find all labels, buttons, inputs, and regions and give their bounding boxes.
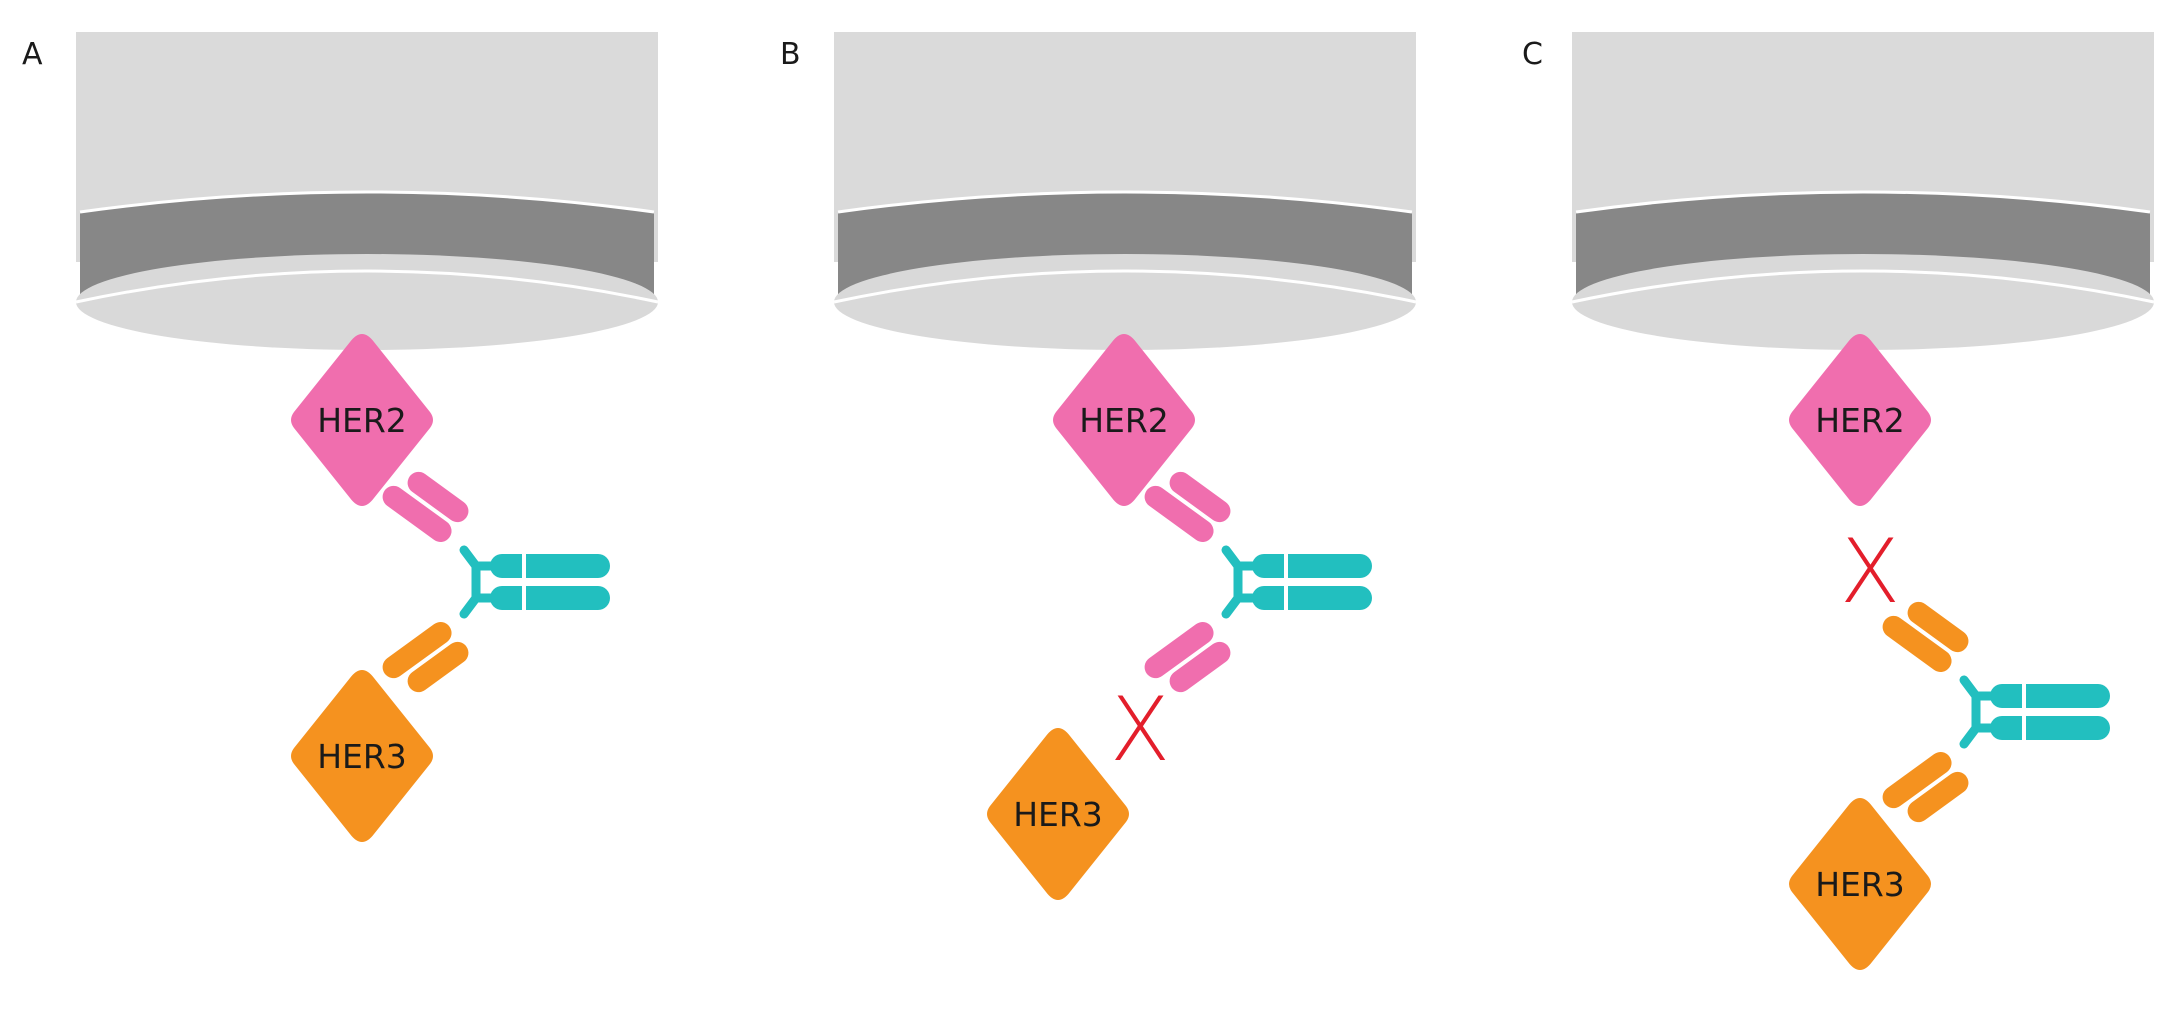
- cross-icon: X: [1110, 678, 1170, 781]
- her3-antigen: HER3: [987, 728, 1129, 900]
- her2-label: HER2: [1815, 401, 1905, 440]
- her2-antigen: HER2: [1789, 334, 1931, 506]
- antibody-icon: [1140, 467, 1372, 697]
- her3-label: HER3: [1013, 795, 1103, 834]
- panel-label-b: B: [780, 37, 801, 72]
- antibody-icon: [378, 467, 610, 697]
- panel-c: C HER2 X HER3: [1522, 30, 2156, 970]
- panel-label-a: A: [22, 37, 43, 72]
- her3-antigen: HER3: [1789, 798, 1931, 970]
- sensor-cylinder-icon: [1570, 30, 2156, 352]
- sensor-cylinder-icon: [832, 30, 1418, 352]
- her2-antigen: HER2: [291, 334, 433, 506]
- her2-label: HER2: [317, 401, 407, 440]
- her2-label: HER2: [1079, 401, 1169, 440]
- her3-label: HER3: [1815, 865, 1905, 904]
- her3-label: HER3: [317, 737, 407, 776]
- panel-label-c: C: [1522, 37, 1543, 72]
- her3-antigen: HER3: [291, 670, 433, 842]
- panel-b: B HER2 X HER3: [780, 30, 1418, 900]
- her2-antigen: HER2: [1053, 334, 1195, 506]
- panel-a: A HER2 HER3: [22, 30, 660, 842]
- sensor-cylinder-icon: [74, 30, 660, 352]
- cross-icon: X: [1840, 520, 1900, 623]
- antibody-icon: [1878, 597, 2110, 827]
